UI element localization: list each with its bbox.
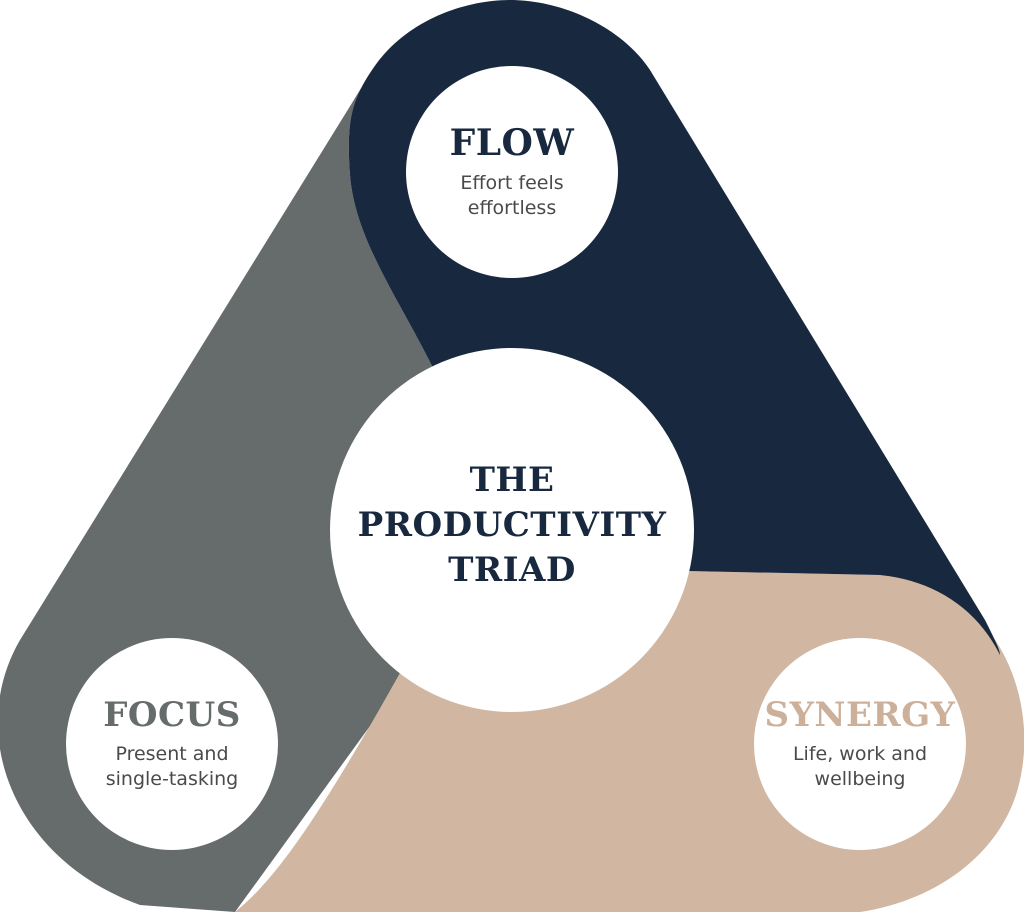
center-node: THE PRODUCTIVITY TRIAD bbox=[346, 450, 678, 600]
flow-title: FLOW bbox=[449, 122, 575, 164]
synergy-subtitle-line: wellbeing bbox=[814, 768, 906, 790]
focus-subtitle: Present and single-tasking bbox=[82, 742, 262, 792]
synergy-subtitle-line: Life, work and bbox=[792, 743, 928, 765]
center-circle bbox=[330, 348, 694, 712]
focus-node: FOCUS Present and single-tasking bbox=[72, 690, 272, 800]
focus-subtitle-line: Present and bbox=[115, 743, 229, 765]
synergy-node: SYNERGY Life, work and wellbeing bbox=[760, 690, 960, 800]
focus-subtitle-line: single-tasking bbox=[105, 768, 239, 790]
flow-subtitle: Effort feels effortless bbox=[422, 171, 602, 221]
center-title-line: TRIAD bbox=[448, 549, 576, 590]
flow-circle bbox=[406, 66, 618, 278]
center-title-line: THE bbox=[469, 459, 555, 500]
flow-subtitle-line: Effort feels bbox=[460, 172, 564, 194]
focus-title: FOCUS bbox=[103, 695, 241, 735]
synergy-subtitle: Life, work and wellbeing bbox=[770, 742, 950, 792]
flow-subtitle-line: effortless bbox=[467, 197, 557, 219]
synergy-title: SYNERGY bbox=[764, 695, 956, 735]
flow-node: FLOW Effort feels effortless bbox=[412, 118, 612, 228]
synergy-circle bbox=[754, 638, 966, 850]
center-title-line: PRODUCTIVITY bbox=[357, 504, 667, 545]
focus-circle bbox=[66, 638, 278, 850]
